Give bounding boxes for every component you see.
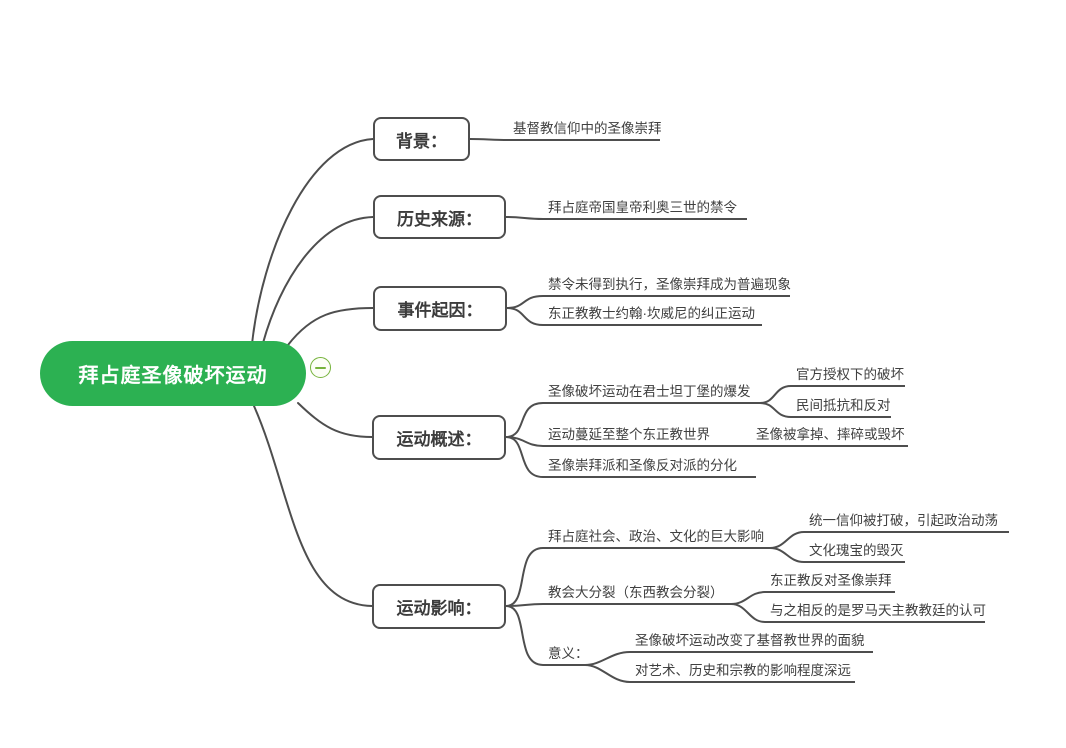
subtopic-civil-resistance[interactable]: 民间抵抗和反对 <box>791 396 891 418</box>
subtopic-factions-split[interactable]: 圣像崇拜派和圣像反对派的分化 <box>543 456 756 478</box>
topic-event-cause[interactable]: 事件起因： <box>373 286 507 331</box>
subtopic-ban-not-enforced[interactable]: 禁令未得到执行，圣像崇拜成为普遍现象 <box>543 275 791 297</box>
subtopic-profound-influence-art-history-religion[interactable]: 对艺术、历史和宗教的影响程度深远 <box>630 661 855 683</box>
subtopic-significance[interactable]: 意义： <box>543 644 589 666</box>
root-topic[interactable]: 拜占庭圣像破坏运动 <box>40 341 306 406</box>
subtopic-leo-iii-ban[interactable]: 拜占庭帝国皇帝利奥三世的禁令 <box>543 198 747 220</box>
subtopic-icons-removed-smashed[interactable]: 圣像被拿掉、摔碎或毁坏 <box>751 425 908 447</box>
topic-background[interactable]: 背景： <box>373 117 470 161</box>
subtopic-john-correction-movement[interactable]: 东正教教士约翰·坎威尼的纠正运动 <box>543 304 762 326</box>
minus-icon <box>315 366 326 369</box>
collapse-button[interactable] <box>310 357 331 378</box>
subtopic-huge-influence[interactable]: 拜占庭社会、政治、文化的巨大影响 <box>543 527 770 549</box>
subtopic-cultural-treasures-destroyed[interactable]: 文化瑰宝的毁灭 <box>804 541 905 563</box>
subtopic-faith-broken-turmoil[interactable]: 统一信仰被打破，引起政治动荡 <box>804 511 1009 533</box>
subtopic-outbreak-constantinople[interactable]: 圣像破坏运动在君士坦丁堡的爆发 <box>543 382 760 404</box>
topic-history-origin[interactable]: 历史来源： <box>373 195 506 239</box>
subtopic-orthodox-opposed-worship[interactable]: 东正教反对圣像崇拜 <box>765 571 895 593</box>
subtopic-official-destruction[interactable]: 官方授权下的破坏 <box>791 365 905 387</box>
subtopic-icon-worship-in-christianity[interactable]: 基督教信仰中的圣像崇拜 <box>508 119 662 141</box>
subtopic-church-schism[interactable]: 教会大分裂（东西教会分裂） <box>543 583 731 605</box>
topic-movement-overview[interactable]: 运动概述： <box>372 415 506 460</box>
subtopic-roman-catholic-approval[interactable]: 与之相反的是罗马天主教教廷的认可 <box>765 601 986 623</box>
subtopic-spread-orthodox-world[interactable]: 运动蔓延至整个东正教世界 <box>543 425 718 447</box>
topic-movement-impact[interactable]: 运动影响： <box>372 584 506 629</box>
subtopic-changed-christian-world[interactable]: 圣像破坏运动改变了基督教世界的面貌 <box>630 631 873 653</box>
